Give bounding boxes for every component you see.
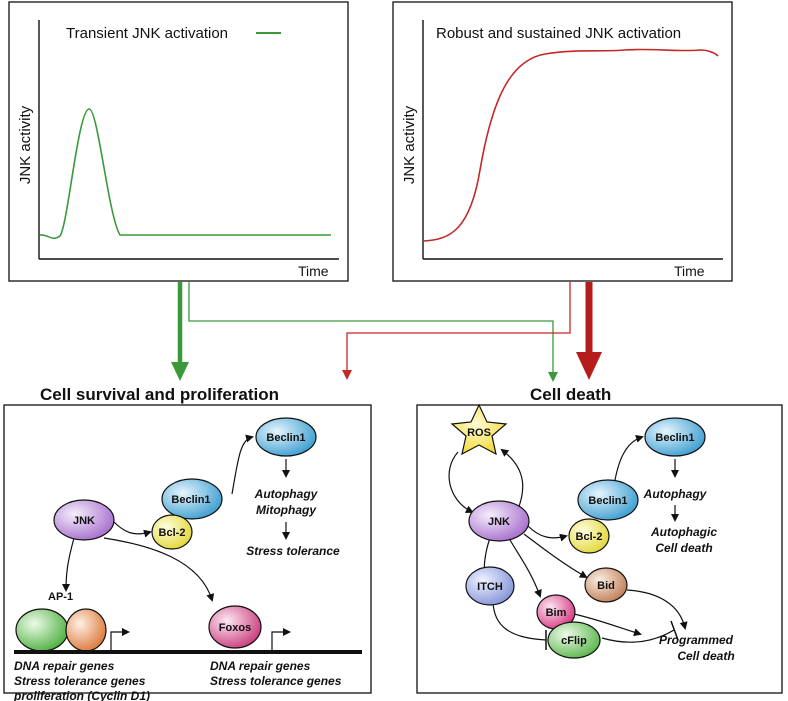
arrow-beclin-release xyxy=(613,434,644,487)
bcl2-node xyxy=(151,514,193,550)
jnk-node xyxy=(53,499,115,541)
foxos-gene-text: Stress tolerance genes xyxy=(210,674,342,688)
inhibit-cflip-death xyxy=(601,629,675,643)
arrow-jnk-ap1 xyxy=(62,537,75,592)
cflip-node xyxy=(547,621,601,659)
beclin1-node xyxy=(644,417,706,457)
survival-panel: Beclin1 Beclin1 Bcl-2 JNK AP-1 Foxos Aut… xyxy=(3,404,372,701)
bid-label: Bid xyxy=(597,580,615,592)
thick-red-arrow-head xyxy=(576,352,602,380)
thin-red-arrow xyxy=(342,282,571,380)
sustained-activation-graph: Robust and sustained JNK activation JNK … xyxy=(392,1,733,282)
foxos-gene-text: DNA repair genes xyxy=(210,659,311,673)
bcl2-node xyxy=(568,518,610,554)
beclin1-complex-node xyxy=(577,479,639,521)
ap1-gene-text: DNA repair genes xyxy=(14,659,115,673)
survival-title: Cell survival and proliferation xyxy=(40,385,279,404)
autophagic-death-text: Autophagic xyxy=(650,525,717,539)
arrow-jnk-bim xyxy=(509,539,542,598)
promoter-arrow xyxy=(110,628,130,650)
ap1-gene-text: Stress tolerance genes xyxy=(14,674,146,688)
foxos-label: Foxos xyxy=(219,622,251,634)
arrow-jnk-bid xyxy=(523,533,588,578)
arrow-jnk-bcl2 xyxy=(527,525,568,542)
thick-green-arrow-head xyxy=(171,362,189,381)
programmed-death-text: Cell death xyxy=(677,649,734,663)
transient-activity-curve xyxy=(39,108,331,240)
inhibit-itch-cflip xyxy=(492,601,547,641)
graph-legend-label: Robust and sustained JNK activation xyxy=(436,25,681,42)
itch-node xyxy=(465,566,515,606)
thin-green-arrow xyxy=(188,282,558,382)
itch-label: ITCH xyxy=(477,581,503,593)
ros-star xyxy=(450,403,508,456)
y-axis-label: JNK activity xyxy=(401,105,418,184)
graph-legend-label: Transient JNK activation xyxy=(66,25,228,42)
ap1-green-subunit xyxy=(15,608,69,652)
beclin1-node xyxy=(255,417,317,457)
autophagy-text: Autophagy xyxy=(254,487,319,501)
graph-frame xyxy=(8,1,349,282)
x-axis-label: Time xyxy=(298,263,329,279)
inhibit-bar xyxy=(670,620,679,641)
autophagy-text: Autophagy xyxy=(643,487,708,501)
connector-arrows xyxy=(171,282,602,382)
arrow-jnk-foxos xyxy=(103,537,215,602)
cflip-label: cFlip xyxy=(561,635,587,647)
bcl2-label: Bcl-2 xyxy=(576,531,603,543)
beclin1-complex-node xyxy=(161,478,223,520)
arrow-ros-jnk xyxy=(448,451,474,513)
y-axis-label: JNK activity xyxy=(17,105,34,184)
x-axis-label: Time xyxy=(674,263,705,279)
jnk-label: JNK xyxy=(488,516,510,528)
arrow-beclin-release xyxy=(231,434,254,495)
arrow-bid-death xyxy=(626,589,688,630)
beclin1-complex-label: Beclin1 xyxy=(588,495,627,507)
arrow-jnk-bcl2 xyxy=(113,521,152,538)
bim-label: Bim xyxy=(546,607,567,619)
panel-frame xyxy=(3,404,372,694)
programmed-death-text: Programmed xyxy=(659,633,734,647)
ap1-gene-text: proliferation (Cyclin D1) xyxy=(13,689,150,701)
stress-tolerance-text: Stress tolerance xyxy=(246,544,340,558)
ros-label: ROS xyxy=(467,427,491,439)
promoter-arrow xyxy=(271,628,291,650)
jnk-node xyxy=(468,500,530,542)
autophagic-death-text: Cell death xyxy=(655,541,712,555)
foxos-node xyxy=(208,605,262,649)
death-panel: ROS Beclin1 Beclin1 Bcl-2 JNK Bid Bim IT… xyxy=(416,403,783,694)
jnk-label: JNK xyxy=(73,515,95,527)
beclin1-complex-label: Beclin1 xyxy=(171,494,210,506)
ap1-label: AP-1 xyxy=(48,591,73,603)
death-title: Cell death xyxy=(530,385,611,404)
bid-node xyxy=(584,567,628,603)
ap1-orange-subunit xyxy=(65,608,107,652)
beclin1-label: Beclin1 xyxy=(655,432,694,444)
mitophagy-text: Mitophagy xyxy=(256,503,317,517)
bcl2-label: Bcl-2 xyxy=(159,527,186,539)
arrow-bim-death xyxy=(573,613,642,637)
transient-activation-graph: Transient JNK activation JNK activity Ti… xyxy=(8,1,349,282)
beclin1-label: Beclin1 xyxy=(266,432,305,444)
sustained-activity-curve xyxy=(422,48,719,242)
graph-frame xyxy=(392,1,733,282)
